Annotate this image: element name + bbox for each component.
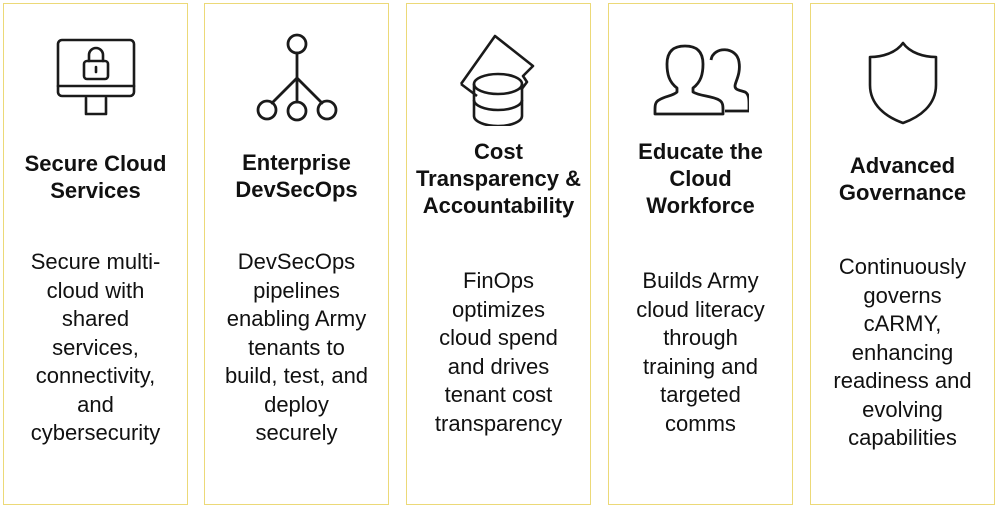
title-line: Educate the (638, 139, 763, 164)
desc-line: enabling Army (226, 306, 367, 331)
title-line: Transparency & (415, 166, 582, 191)
card-educate-workforce: Educate the Cloud Workforce Builds Army … (608, 3, 793, 505)
card-advanced-governance: Advanced Governance Continuously governs… (810, 3, 995, 505)
desc-line: comms (665, 410, 736, 436)
desc-line: services, (52, 334, 139, 360)
card-description: FinOps optimizes cloud spend and drives … (411, 267, 586, 438)
desc-line: tenant cost (444, 382, 553, 407)
title-line: Accountability (422, 193, 575, 218)
title-line: DevSecOps (235, 177, 358, 202)
desc-line: and drives (447, 353, 550, 379)
monitor-lock-icon (4, 36, 187, 120)
hierarchy-nodes-icon (205, 32, 388, 124)
desc-line: tenants to (248, 334, 345, 360)
desc-line: FinOps (463, 268, 534, 293)
desc-line: cARMY, (863, 311, 942, 336)
desc-line: Secure multi- (30, 249, 161, 274)
card-description: Secure multi- cloud with shared services… (8, 248, 183, 448)
title-line: Services (50, 178, 141, 203)
desc-line: shared (61, 306, 130, 331)
desc-line: securely (255, 420, 338, 445)
title-line: Advanced (849, 153, 956, 178)
shield-icon (811, 39, 994, 125)
desc-line: Continuously (838, 254, 967, 279)
desc-line: Builds Army (642, 268, 759, 293)
card-cost-transparency: Cost Transparency & Accountability FinOp… (406, 3, 591, 505)
desc-line: deploy (264, 391, 329, 417)
card-description: Continuously governs cARMY, enhancing re… (815, 253, 990, 453)
desc-line: cloud literacy (636, 296, 765, 322)
card-title: Cost Transparency & Accountability (407, 138, 590, 219)
desc-line: evolving (862, 396, 943, 422)
card-title: Secure Cloud Services (4, 150, 187, 204)
desc-line: cybersecurity (30, 420, 161, 445)
desc-line: governs (863, 282, 942, 308)
card-enterprise-devsecops: Enterprise DevSecOps DevSecOps pipelines… (204, 3, 389, 505)
card-title: Educate the Cloud Workforce (609, 138, 792, 219)
users-icon (609, 44, 792, 118)
database-document-icon (407, 32, 590, 126)
desc-line: and (77, 391, 114, 417)
desc-line: DevSecOps (237, 249, 356, 274)
desc-line: cloud spend (439, 325, 558, 350)
desc-line: training and (643, 353, 758, 379)
title-line: Workforce (646, 193, 755, 218)
desc-line: connectivity, (35, 363, 156, 388)
desc-line: readiness and (833, 368, 972, 393)
title-line: Secure Cloud (24, 151, 167, 176)
desc-line: capabilities (848, 425, 957, 450)
card-title: Advanced Governance (811, 152, 994, 206)
desc-line: optimizes (452, 296, 545, 322)
desc-line: transparency (434, 410, 563, 436)
card-secure-cloud-services: Secure Cloud Services Secure multi- clou… (3, 3, 188, 505)
desc-line: targeted (660, 382, 741, 407)
title-line: Cloud (669, 166, 732, 191)
title-line: Cost (474, 139, 523, 164)
desc-line: cloud with (46, 277, 145, 303)
card-description: Builds Army cloud literacy through train… (613, 267, 788, 438)
desc-line: through (663, 325, 738, 350)
desc-line: enhancing (851, 339, 954, 365)
card-description: DevSecOps pipelines enabling Army tenant… (209, 248, 384, 448)
card-title: Enterprise DevSecOps (205, 149, 388, 203)
desc-line: build, test, and (224, 363, 369, 388)
title-line: Governance (838, 180, 967, 205)
desc-line: pipelines (253, 277, 340, 303)
title-line: Enterprise (242, 150, 351, 175)
